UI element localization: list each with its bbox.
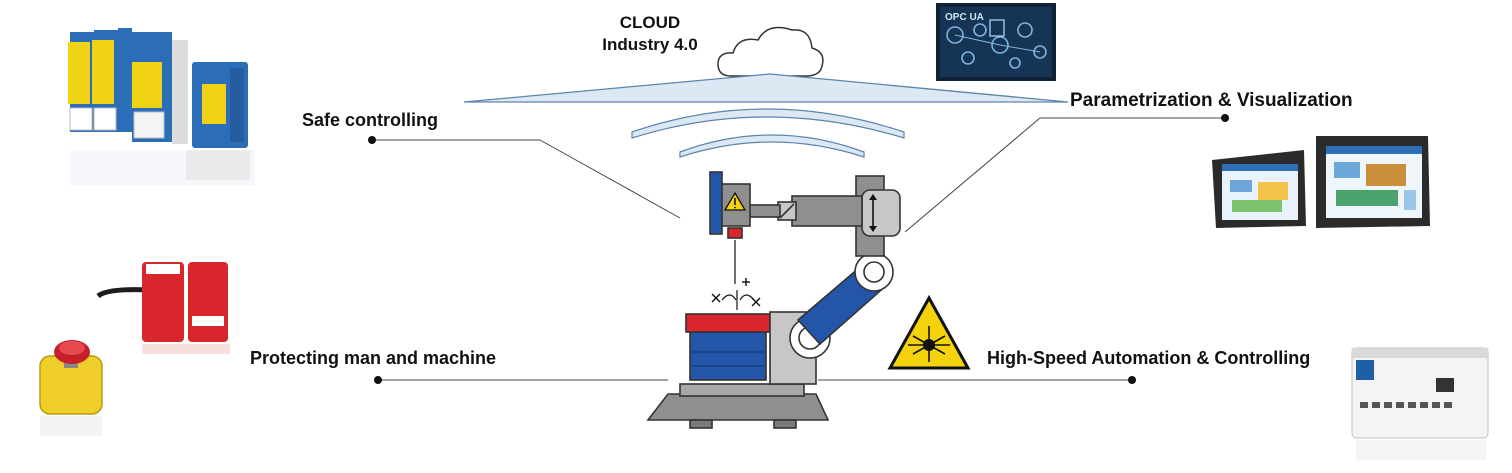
opc-ua-text: OPC UA <box>945 12 984 23</box>
connector-dots <box>368 114 1229 384</box>
wireless-signal-icon <box>463 73 1069 158</box>
cloud-title: CLOUD Industry 4.0 <box>588 12 712 56</box>
plc-controller-image <box>1351 347 1489 460</box>
cloud-title-line2: Industry 4.0 <box>602 35 698 54</box>
label-protecting: Protecting man and machine <box>250 348 497 368</box>
warning-triangle-icon <box>723 191 747 211</box>
label-safe-controlling: Safe controlling <box>302 110 439 130</box>
spark-marks <box>711 278 761 307</box>
connector-lines <box>372 117 1225 381</box>
cloud-icon <box>717 26 824 77</box>
cloud-title-line1: CLOUD <box>619 13 681 32</box>
label-parametrization: Parametrization & Visualization <box>1070 90 1353 111</box>
hmi-touch-panels-image <box>1212 136 1430 228</box>
opc-ua-panel: OPC UA <box>936 3 1056 81</box>
label-high-speed: High-Speed Automation & Controlling <box>987 348 1311 368</box>
safety-relay-modules-image <box>68 28 255 185</box>
safety-sensors-image <box>96 262 230 354</box>
robot-arm-icon <box>646 171 901 429</box>
emergency-stop-image <box>39 340 103 436</box>
laser-warning-icon <box>887 294 971 370</box>
